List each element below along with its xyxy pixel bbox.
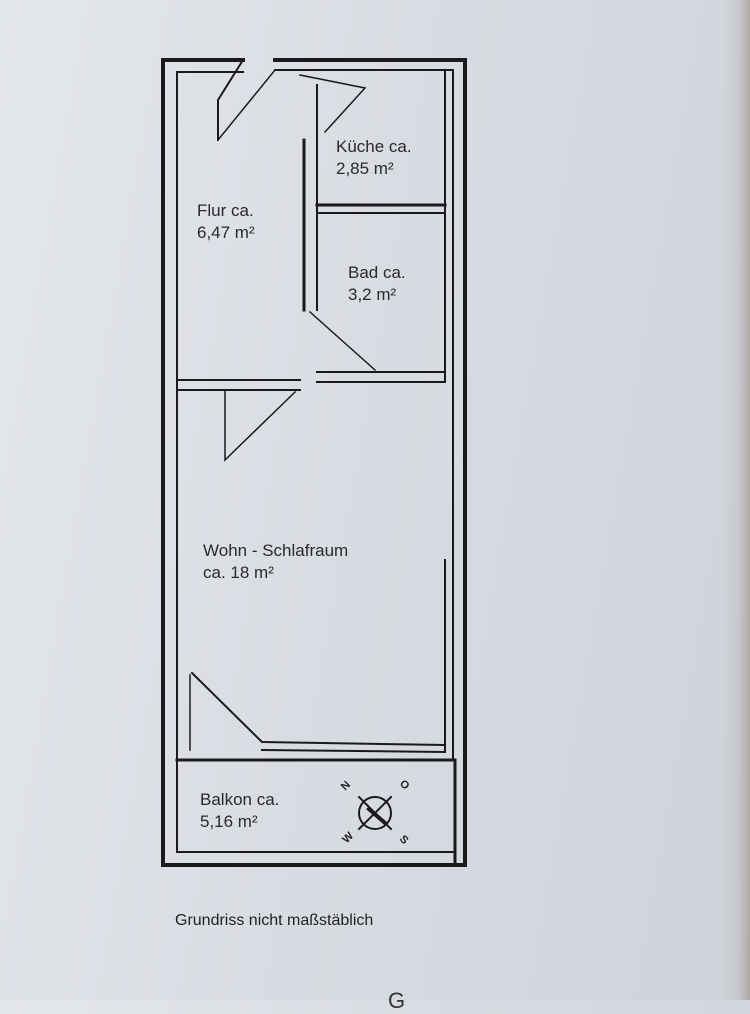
living-door [224, 379, 297, 462]
room-wohn-area: ca. 18 m² [203, 563, 274, 582]
outer-walls [161, 58, 467, 867]
room-balkon-area: 5,16 m² [200, 812, 258, 831]
compass-rose [357, 795, 393, 831]
room-flur-name: Flur ca. [197, 201, 254, 220]
entry-door [216, 58, 277, 142]
balcony [175, 758, 457, 867]
bath-door [308, 310, 377, 372]
room-balkon: Balkon ca. 5,16 m² [200, 789, 279, 833]
room-wohn: Wohn - Schlafraum ca. 18 m² [203, 540, 348, 584]
room-kueche: Küche ca. 2,85 m² [336, 136, 412, 180]
balcony-door [189, 671, 447, 754]
room-kueche-name: Küche ca. [336, 137, 412, 156]
cut-off-text: G [388, 988, 406, 1013]
kitchen-wall [315, 69, 447, 381]
paper-edge-shadow [722, 0, 750, 1000]
room-flur: Flur ca. 6,47 m² [197, 200, 255, 244]
room-bad: Bad ca. 3,2 m² [348, 262, 406, 306]
room-kueche-area: 2,85 m² [336, 159, 394, 178]
room-bad-name: Bad ca. [348, 263, 406, 282]
room-balkon-name: Balkon ca. [200, 790, 280, 809]
middle-wall [176, 371, 446, 391]
room-flur-area: 6,47 m² [197, 223, 255, 242]
caption: Grundriss nicht maßstäblich [175, 912, 374, 929]
inner-wall-vertical [299, 74, 367, 312]
room-bad-area: 3,2 m² [348, 285, 397, 304]
room-wohn-name: Wohn - Schlafraum [203, 541, 349, 560]
